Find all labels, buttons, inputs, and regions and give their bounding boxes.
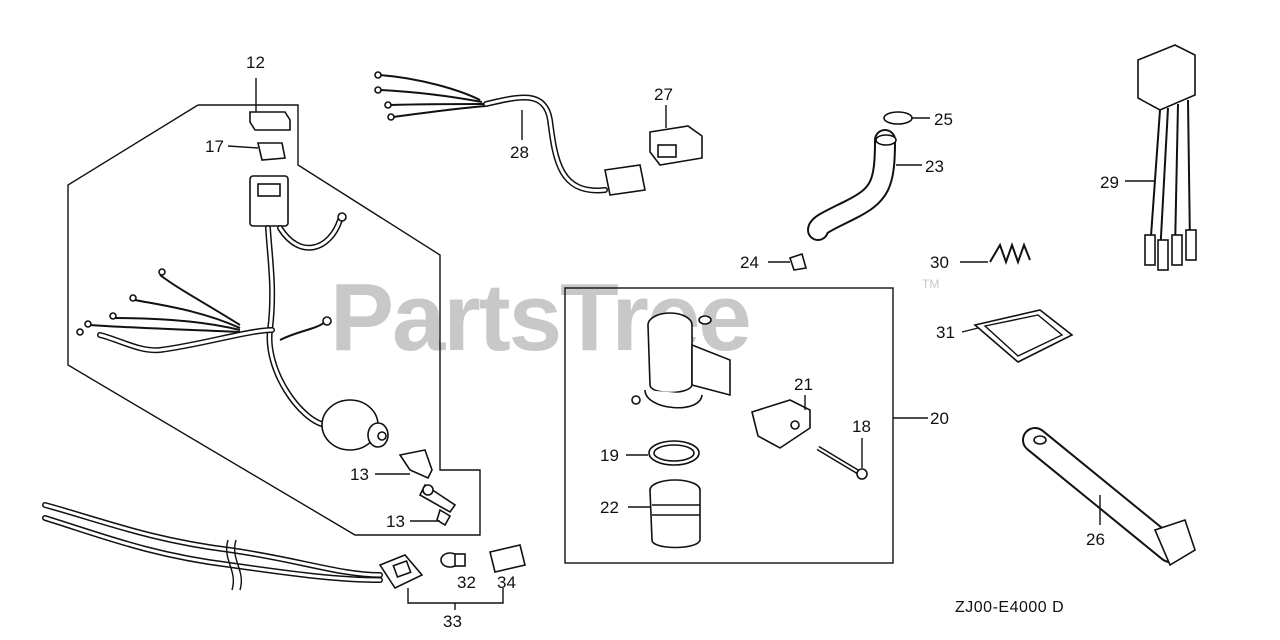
callout-32: 32 [457, 573, 476, 592]
main-harness-group-outline [67, 104, 481, 536]
callout-13-lower: 13 [386, 512, 405, 531]
part-25-clip[interactable] [883, 111, 930, 125]
fuel-valve-group-outline [564, 287, 928, 564]
callout-19: 19 [600, 446, 619, 465]
callout-25: 25 [934, 110, 953, 129]
callout-18: 18 [852, 417, 871, 436]
callout-21: 21 [794, 375, 813, 394]
part-32-bulb[interactable] [440, 552, 466, 568]
callout-17: 17 [205, 137, 224, 156]
callout-33: 33 [443, 612, 462, 631]
part-23-fuel-tube[interactable] [807, 129, 922, 241]
callout-30: 30 [930, 253, 949, 272]
part-30-spring[interactable] [960, 241, 1031, 266]
watermark-trademark: TM [922, 277, 939, 291]
main-wire-harness[interactable] [76, 175, 347, 428]
callout-27: 27 [654, 85, 673, 104]
callout-12: 12 [246, 53, 265, 72]
fuel-valve-body[interactable] [631, 312, 731, 409]
callout-13-upper: 13 [350, 465, 369, 484]
callout-20: 20 [930, 409, 949, 428]
ignition-switch[interactable] [321, 399, 389, 451]
part-12-fuse-cover[interactable] [249, 78, 291, 131]
part-22-fuel-cup[interactable] [628, 479, 701, 549]
part-21-valve-lever[interactable] [751, 395, 811, 449]
callout-29: 29 [1100, 173, 1119, 192]
part-27-connector[interactable] [649, 105, 703, 166]
part-31-gasket[interactable] [961, 309, 1074, 363]
part-29-harness[interactable] [1125, 44, 1197, 271]
part-34-socket[interactable] [489, 544, 526, 573]
part-13-ignition-keys[interactable] [375, 449, 457, 527]
callout-24: 24 [740, 253, 759, 272]
part-28-sub-harness[interactable] [374, 71, 646, 196]
part-26-plug-wrench[interactable] [1022, 427, 1196, 567]
part-24-clip[interactable] [768, 252, 808, 271]
callout-26: 26 [1086, 530, 1105, 549]
part-19-o-ring[interactable] [626, 440, 700, 466]
callout-28: 28 [510, 143, 529, 162]
callout-22: 22 [600, 498, 619, 517]
part-17-fuse[interactable] [227, 142, 286, 161]
callout-23: 23 [925, 157, 944, 176]
callout-31: 31 [936, 323, 955, 342]
part-18-screw[interactable] [816, 438, 868, 480]
part-33-cable-assembly[interactable] [42, 502, 504, 604]
callout-34: 34 [497, 573, 516, 592]
drawing-code: ZJ00-E4000 D [955, 599, 1064, 616]
